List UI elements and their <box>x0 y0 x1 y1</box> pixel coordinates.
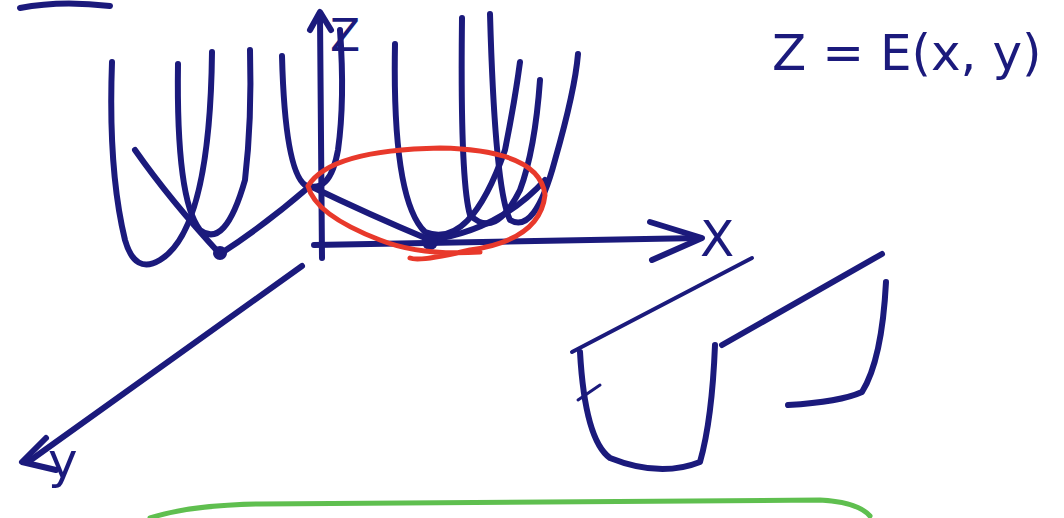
z-axis-arrowhead <box>310 12 331 30</box>
section-tick <box>578 385 600 400</box>
equation-label: Z = E(x, y) <box>772 28 1042 78</box>
underline-stroke <box>150 500 870 518</box>
parabola-curve <box>178 50 251 234</box>
y-axis <box>28 266 302 462</box>
energy-profile <box>135 150 545 254</box>
y-axis-label: y <box>48 436 78 486</box>
stroke-fragment <box>20 3 110 8</box>
minimum-point <box>213 246 227 260</box>
section-curve <box>788 282 886 405</box>
section-edge <box>722 254 882 345</box>
section-curve <box>580 345 715 469</box>
x-axis-arrowhead <box>650 222 702 260</box>
x-axis-label: X <box>700 214 734 264</box>
section-edge <box>572 258 752 352</box>
highlight-ellipse <box>308 148 545 259</box>
z-axis <box>320 16 322 258</box>
minimum-point <box>422 234 438 250</box>
z-axis-label: Z <box>330 14 360 58</box>
parabola-curve <box>395 44 520 235</box>
